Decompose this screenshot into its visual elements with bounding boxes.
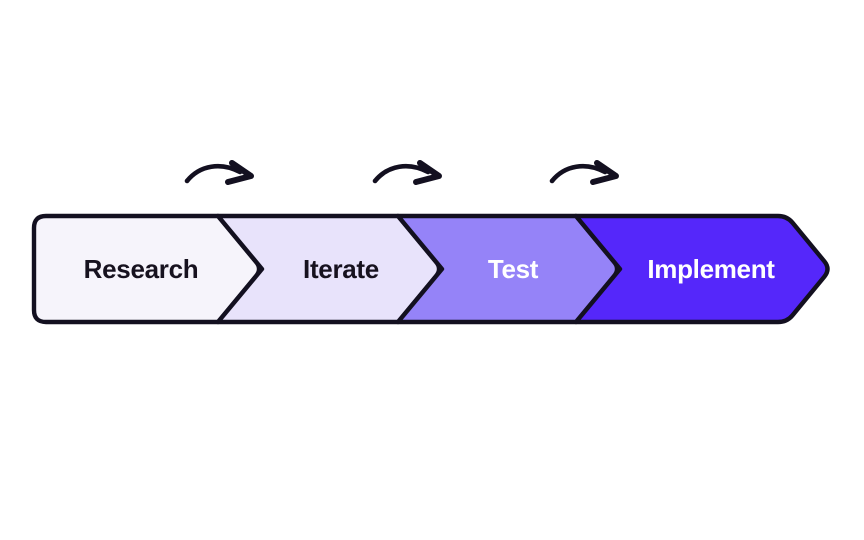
step-shapes	[31, 213, 830, 325]
curved-right-arrow-icon-3	[549, 160, 619, 185]
step-labels: Research Iterate Test Implement	[84, 254, 776, 284]
step-label-research: Research	[84, 254, 199, 284]
step-label-iterate: Iterate	[303, 254, 379, 284]
curved-right-arrow-icon-1	[184, 160, 254, 185]
step-shape-implement	[573, 213, 830, 325]
curved-right-arrow-icon-2	[372, 160, 442, 185]
transition-arrows	[184, 160, 619, 185]
step-label-test: Test	[488, 254, 539, 284]
step-label-implement: Implement	[647, 254, 775, 284]
